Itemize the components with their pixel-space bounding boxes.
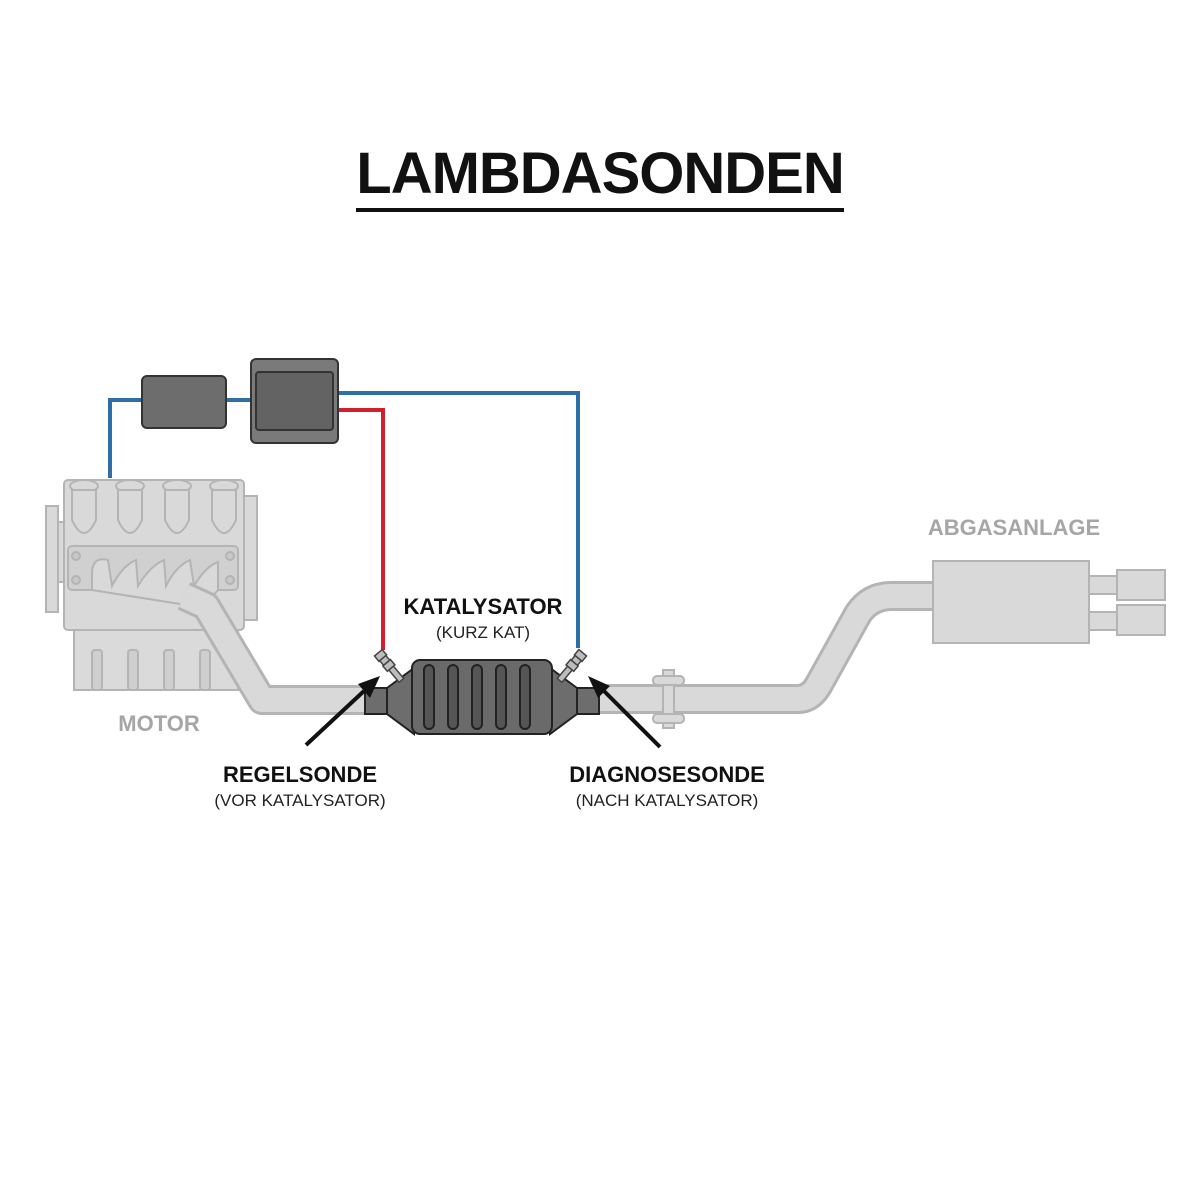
motor-label: MOTOR bbox=[118, 711, 200, 736]
katalysator-label: KATALYSATOR (KURZ KAT) bbox=[383, 594, 583, 643]
red-wire-to-regelsonde bbox=[338, 408, 385, 650]
exhaust-manifold bbox=[91, 558, 370, 715]
diagnosesonde-label: DIAGNOSESONDE (NACH KATALYSATOR) bbox=[547, 762, 787, 811]
regelsonde-subtitle: (VOR KATALYSATOR) bbox=[214, 791, 386, 810]
control-unit-ecu bbox=[250, 358, 339, 444]
diagram-title: LAMBDASONDEN bbox=[0, 140, 1200, 212]
arrow-diagnosesonde bbox=[588, 676, 662, 749]
signal-wires bbox=[108, 391, 580, 650]
control-unit-small bbox=[141, 375, 227, 429]
title-text: LAMBDASONDEN bbox=[356, 141, 845, 212]
abgasanlage-label: ABGASANLAGE bbox=[927, 515, 1101, 540]
diagnosesonde-sensor bbox=[556, 648, 588, 684]
regelsonde-title: REGELSONDE bbox=[222, 762, 378, 787]
diagnosesonde-subtitle: (NACH KATALYSATOR) bbox=[575, 791, 759, 810]
diagnosesonde-title: DIAGNOSESONDE bbox=[569, 762, 765, 787]
katalysator-subtitle: (KURZ KAT) bbox=[435, 623, 531, 642]
regelsonde-label: REGELSONDE (VOR KATALYSATOR) bbox=[180, 762, 420, 811]
regelsonde-sensor bbox=[373, 648, 405, 684]
muffler bbox=[932, 560, 1166, 644]
blue-wire-engine-to-ecu bbox=[108, 398, 142, 478]
exhaust-pipe bbox=[598, 581, 936, 714]
pipe-flange bbox=[652, 669, 685, 729]
katalysator-title: KATALYSATOR bbox=[403, 594, 563, 619]
blue-wire-to-diagnosesonde bbox=[338, 391, 580, 648]
arrow-regelsonde bbox=[304, 676, 380, 747]
